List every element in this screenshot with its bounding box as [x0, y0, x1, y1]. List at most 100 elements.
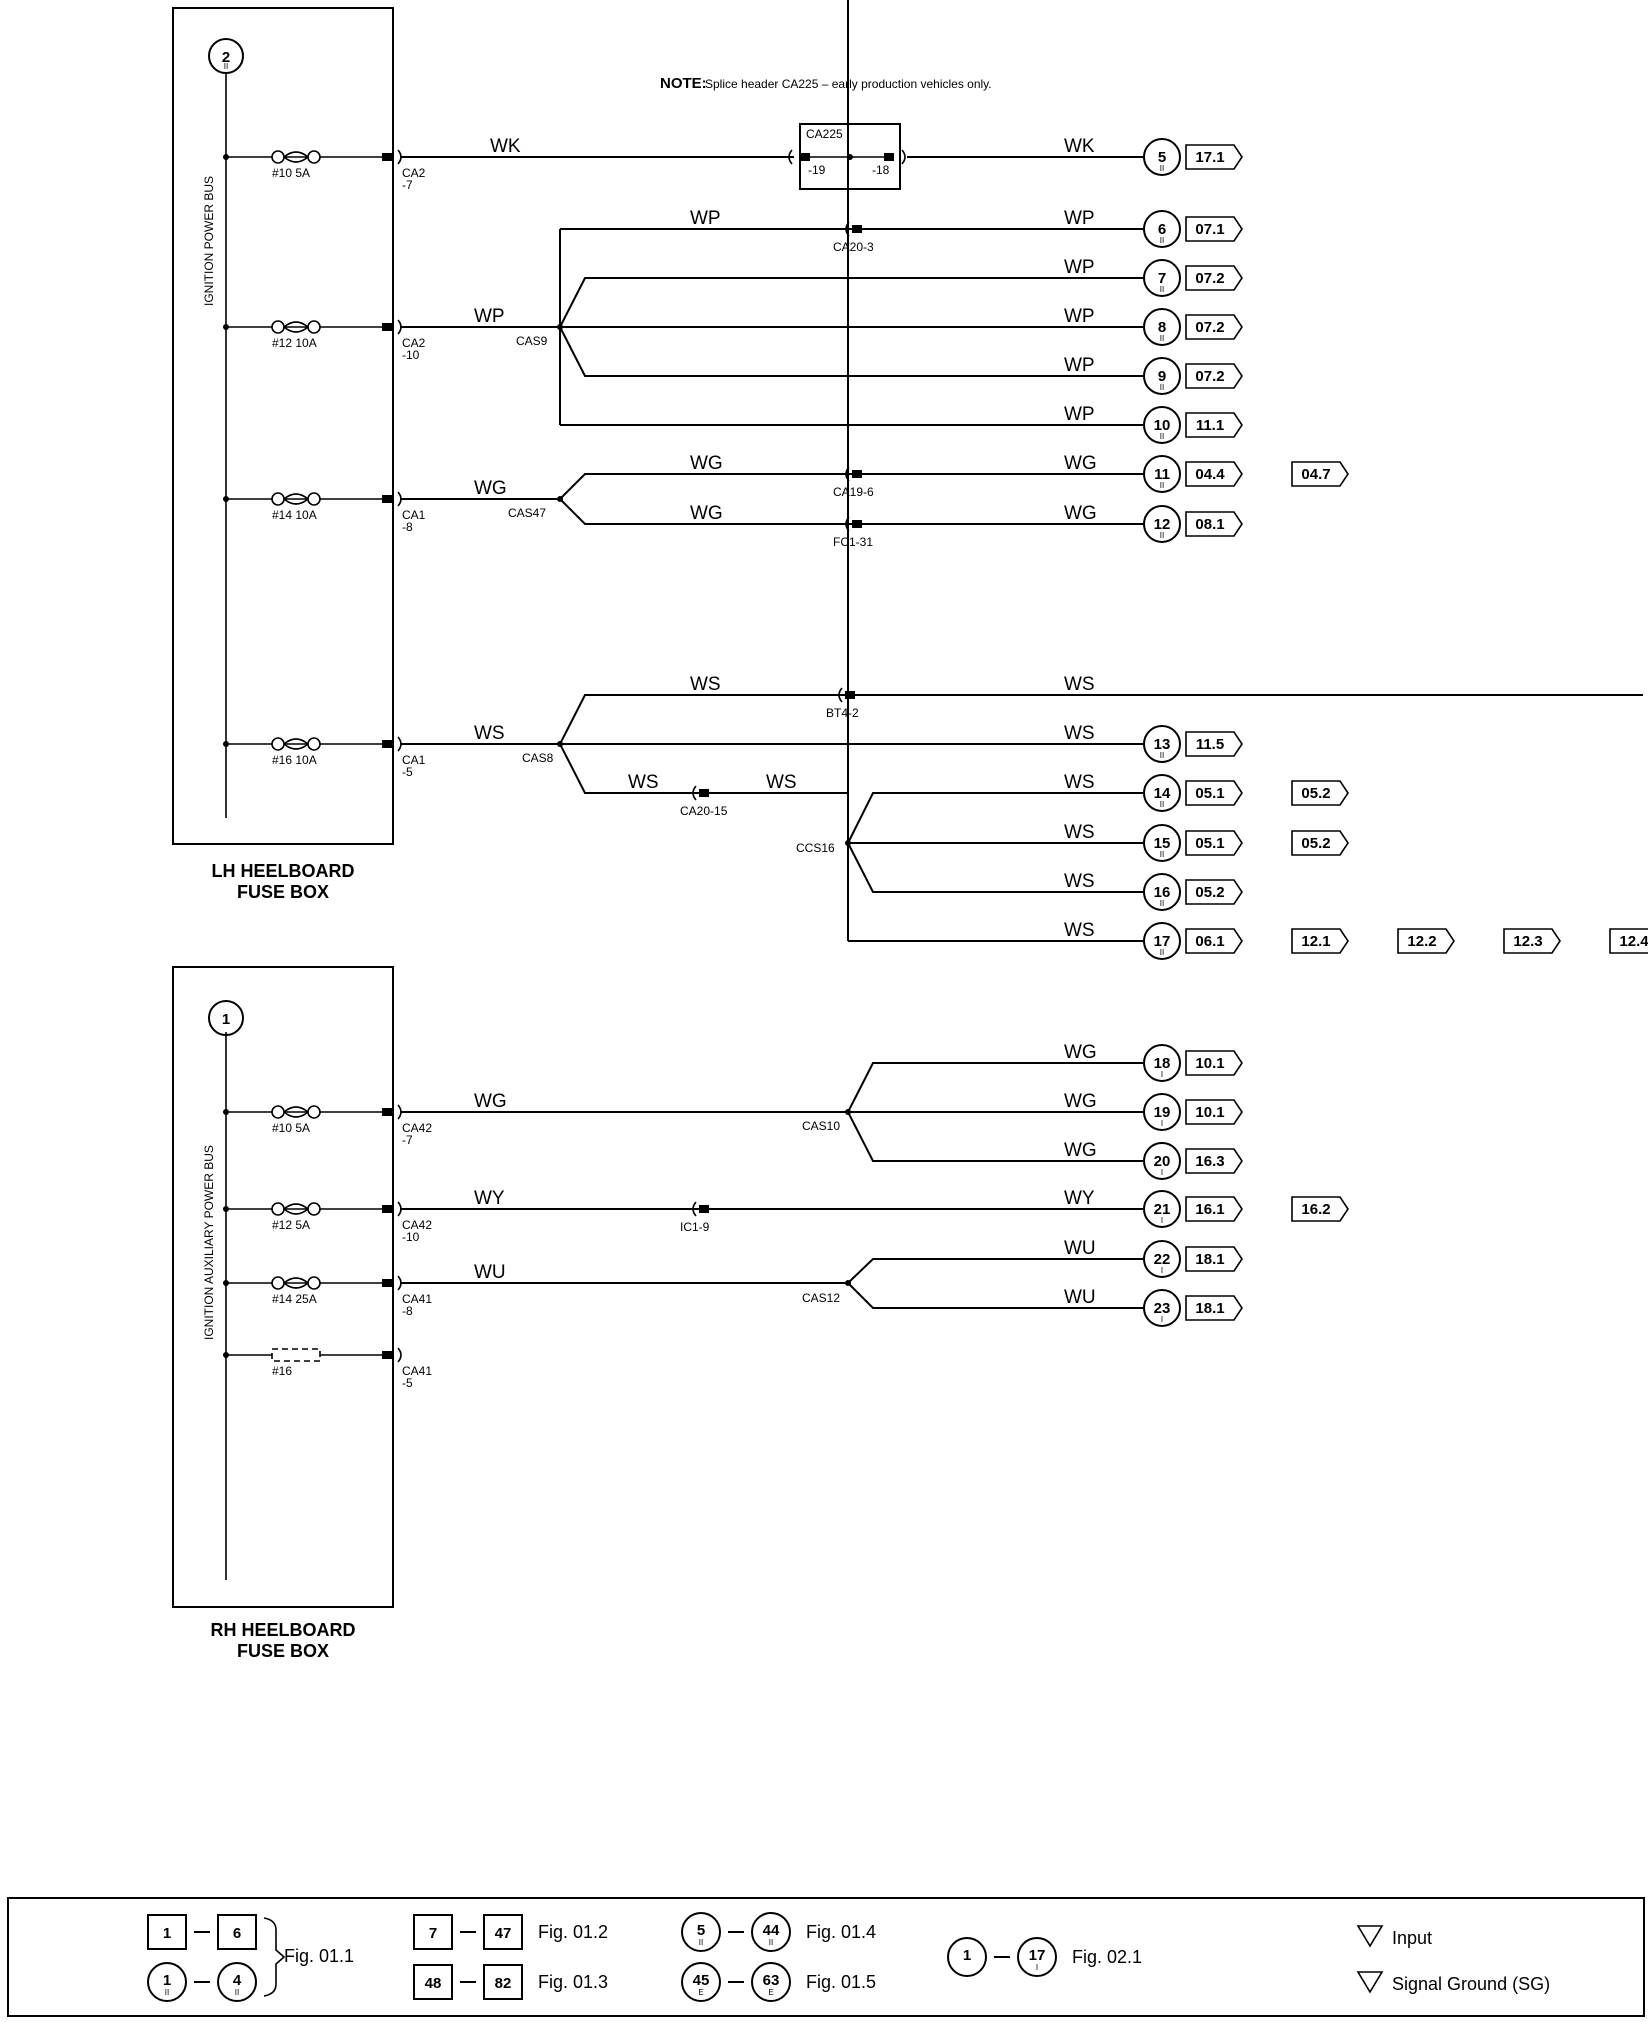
fuse-terminal [307, 737, 321, 751]
wire-color-label: WU [1064, 1238, 1096, 1259]
inline-connector: CA20-3 [833, 221, 874, 254]
fuse-terminal [307, 150, 321, 164]
page-reference-label: 12.4 [1619, 933, 1648, 950]
terminal-sub: II [1160, 481, 1164, 490]
page-reference-label: 11.1 [1196, 417, 1224, 434]
page-reference-label: 18.1 [1195, 1251, 1224, 1268]
inline-connector: CA20-15 [680, 785, 728, 818]
wire-color-label: WY [1064, 1188, 1095, 1209]
page-reference-arrow [1291, 780, 1349, 806]
legend-circle [147, 1962, 187, 2002]
legend-box [147, 1914, 187, 1950]
legend-circle [681, 1912, 721, 1952]
connector-pin-label: -7 [402, 1133, 413, 1147]
splice-label: CAS10 [802, 1119, 840, 1133]
inline-connector: CA19-6 [833, 466, 874, 499]
terminal-number: 14 [1154, 785, 1171, 802]
legend-circle [1017, 1937, 1057, 1977]
terminal-circle [1143, 455, 1181, 493]
terminal-number: 23 [1154, 1300, 1171, 1317]
terminal-number: 18 [1154, 1055, 1171, 1072]
terminal-number: 13 [1154, 736, 1171, 753]
terminal-circle [1143, 1240, 1181, 1278]
page-reference-arrow [1291, 928, 1349, 954]
page-reference-label: 05.2 [1195, 884, 1224, 901]
page-reference-label: 18.1 [1195, 1300, 1224, 1317]
terminal-circle [1143, 210, 1181, 248]
rh-fuse-box-title-2: FUSE BOX [237, 1641, 329, 1661]
wire-color-label: WS [766, 772, 797, 793]
page-reference-label: 10.1 [1195, 1055, 1224, 1072]
page-reference-arrow [1185, 1099, 1243, 1125]
wire-color-label: WG [1064, 1091, 1097, 1112]
connector-socket [845, 516, 850, 532]
fuse: #16 10A [223, 737, 386, 767]
bus-source-rh: 1 [208, 1000, 244, 1036]
splice-header-socket [788, 149, 793, 165]
connector-pin-label: -10 [402, 348, 420, 362]
connector-pin [852, 225, 862, 233]
connector-socket [397, 1201, 402, 1217]
svg-text:II: II [224, 62, 228, 71]
page-reference-label: 05.1 [1195, 785, 1224, 802]
terminal-number: 16 [1154, 884, 1171, 901]
splice-label: CCS16 [796, 841, 835, 855]
page-reference-label: 07.2 [1195, 368, 1224, 385]
wire-color-label: WY [474, 1188, 505, 1209]
connector-socket [397, 736, 402, 752]
lh-fuse-box-frame [172, 7, 394, 845]
inline-connector-label: CA20-15 [680, 804, 728, 818]
wire-color-label: WS [1064, 772, 1095, 793]
legend-box-number: 48 [425, 1975, 442, 1992]
page-reference-label: 12.2 [1407, 933, 1436, 950]
connector-socket [838, 687, 843, 703]
connector-pin-label: -5 [402, 765, 413, 779]
connector-pin [382, 323, 392, 331]
terminal-circle [1143, 308, 1181, 346]
legend-circle [947, 1937, 987, 1977]
legend-frame [7, 1897, 1645, 2017]
wire-color-label: WG [474, 478, 507, 499]
page-reference-label: 04.4 [1195, 466, 1225, 483]
legend-box-number: 1 [163, 1925, 171, 1942]
wire-color-label: WP [1064, 208, 1095, 229]
fuse-terminal [271, 150, 285, 164]
page-reference-arrow [1185, 144, 1243, 170]
legend-fig-label: Fig. 01.5 [806, 1972, 876, 1992]
terminal-number: 10 [1154, 417, 1171, 434]
wire-color-label: WG [1064, 1042, 1097, 1063]
lh-fuse-box-title-2: FUSE BOX [237, 882, 329, 902]
terminal-circle [1143, 824, 1181, 862]
page-reference-arrow [1185, 412, 1243, 438]
page-reference-label: 05.1 [1195, 835, 1224, 852]
wire-color-label: WS [1064, 674, 1095, 695]
terminal-circle [1143, 774, 1181, 812]
terminal-number: 12 [1154, 516, 1171, 533]
legend-circle [217, 1962, 257, 2002]
terminal-circle [1143, 1093, 1181, 1131]
splice-header-socket [901, 149, 906, 165]
page-reference-arrow [1185, 314, 1243, 340]
splice-header-pin-mark [800, 153, 810, 161]
page-reference-arrow [1185, 830, 1243, 856]
fuse-terminal [307, 1202, 321, 1216]
fuse-label: #10 5A [272, 166, 310, 180]
legend-input-label: Input [1392, 1928, 1432, 1948]
page-reference-label: 10.1 [1195, 1104, 1224, 1121]
page-reference-arrow [1397, 928, 1455, 954]
fuse-element [283, 151, 310, 163]
fuse-terminal [271, 1276, 285, 1290]
fuse-terminal [271, 492, 285, 506]
wire-color-label: WP [1064, 404, 1095, 425]
page-reference-arrow [1185, 1148, 1243, 1174]
rh-bus-label: IGNITION AUXILIARY POWER BUS [202, 1145, 216, 1340]
fuse-label: #12 10A [272, 336, 317, 350]
splice-label: CAS12 [802, 1291, 840, 1305]
terminal-number: 19 [1154, 1104, 1171, 1121]
fuse: #10 5A [223, 150, 386, 180]
